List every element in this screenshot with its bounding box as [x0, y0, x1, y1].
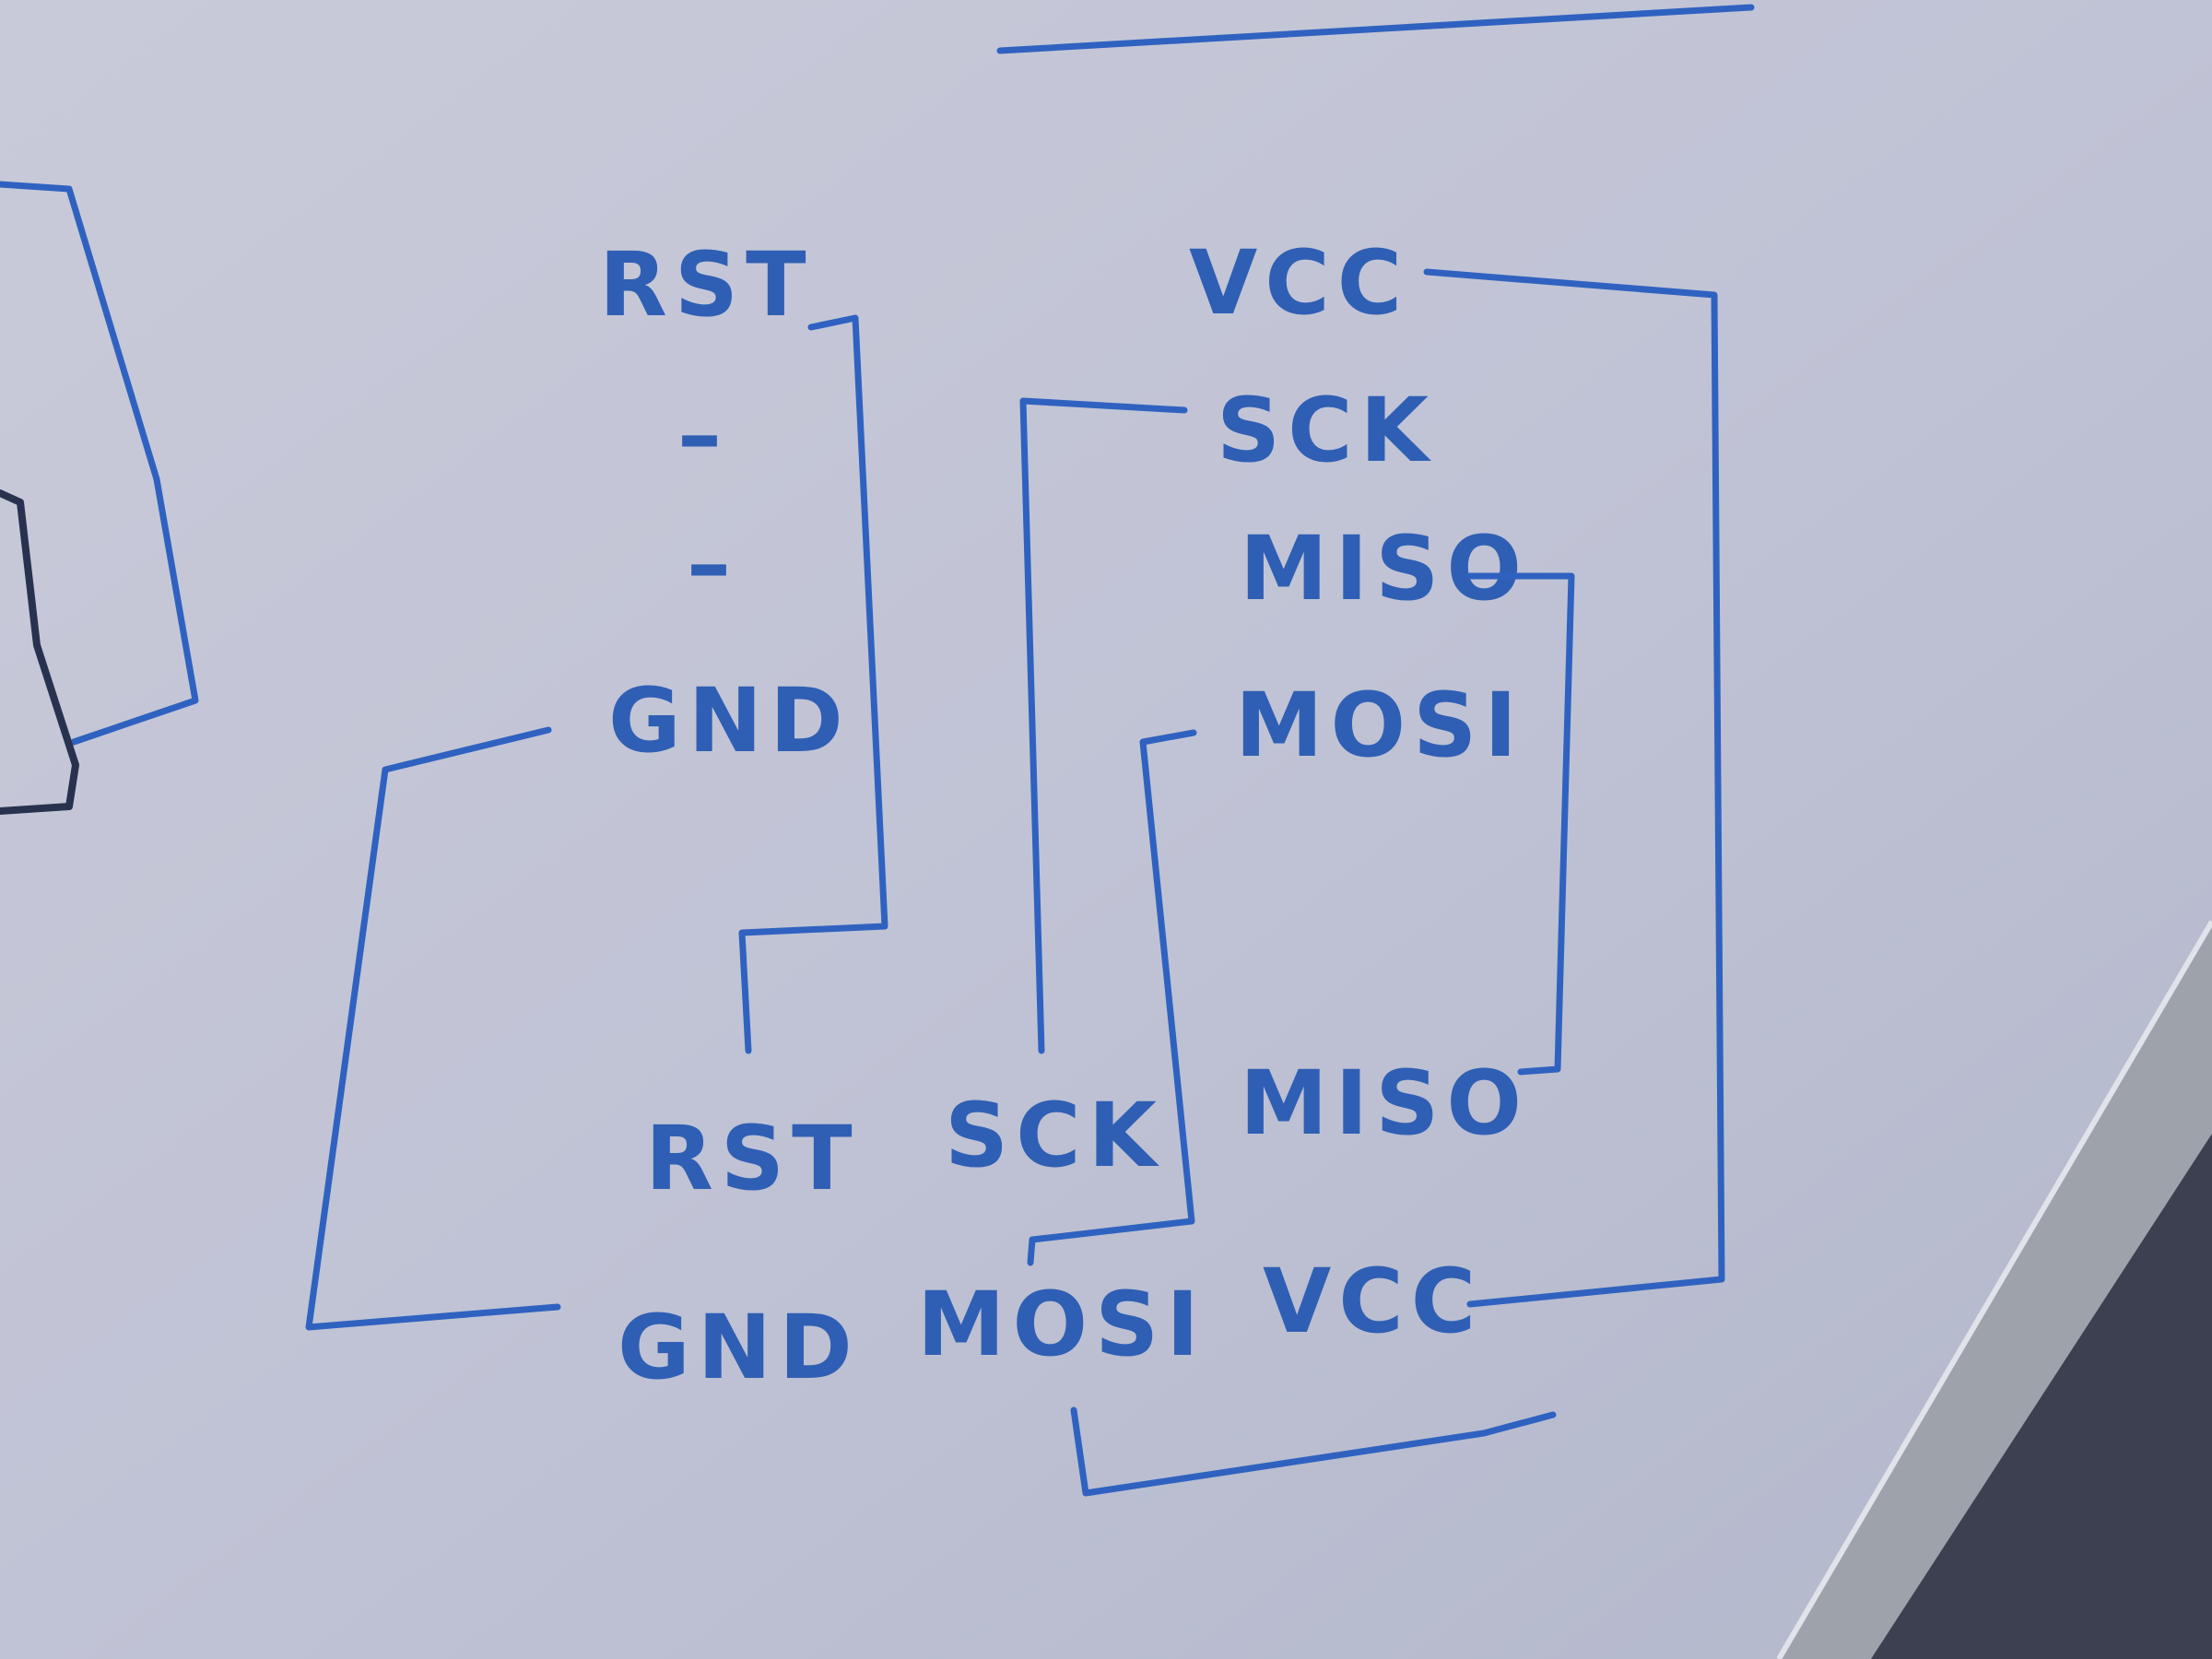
pin-label-sck-bottom: SCK	[945, 1084, 1164, 1187]
wire-gnd	[305, 726, 561, 1331]
pin-label-sck-top: SCK	[1217, 379, 1436, 482]
pin-label-nc1-top: –	[677, 383, 729, 487]
left-partial-dark-box	[0, 489, 79, 815]
fabric-background	[1871, 1134, 2212, 1659]
pin-label-mosi-top: MOSI	[1235, 674, 1524, 777]
pin-label-mosi-bottom: MOSI	[917, 1273, 1206, 1376]
wire-rst	[738, 314, 888, 1054]
frame-edge	[1776, 920, 2212, 1659]
pin-label-miso-bottom: MISO	[1240, 1052, 1529, 1155]
pin-label-miso-top: MISO	[1240, 517, 1529, 620]
wire-mosi	[1027, 729, 1197, 1266]
top-partial-line	[996, 4, 1755, 54]
left-partial-sketch	[0, 181, 199, 746]
pin-label-nc2-top: –	[687, 512, 738, 616]
wire-miso	[1466, 572, 1575, 1076]
pin-label-vcc-top: VCC	[1189, 231, 1409, 335]
wire-bottom-loop	[1070, 1406, 1557, 1497]
pin-label-gnd-top: GND	[608, 669, 851, 772]
pin-label-vcc-bottom: VCC	[1263, 1250, 1483, 1353]
pin-label-rst-bottom: RST	[645, 1107, 860, 1210]
pin-label-rst-top: RST	[599, 233, 814, 336]
pin-label-gnd-bottom: GND	[618, 1296, 860, 1399]
wire-vcc	[1423, 268, 1725, 1308]
wire-sck	[1019, 397, 1188, 1054]
